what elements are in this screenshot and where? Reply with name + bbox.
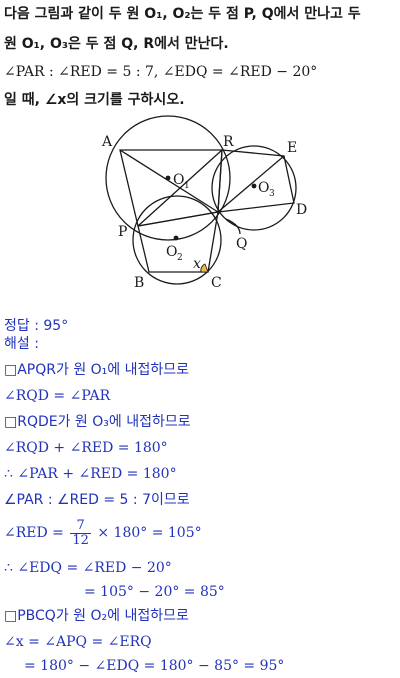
q-pointer-line <box>225 218 241 235</box>
label-p: P <box>118 224 127 240</box>
question-line-1: 다음 그림과 같이 두 원 O₁, O₂는 두 점 P, Q에서 만나고 두 <box>4 6 361 22</box>
solution-line-4: ∠RQD + ∠RED = 180° <box>4 440 168 456</box>
circle-o1 <box>105 115 231 241</box>
label-x: x <box>193 256 201 272</box>
question-line-4: 일 때, ∠x의 크기를 구하시오. <box>4 92 185 108</box>
label-o2-sub: 2 <box>177 253 183 263</box>
explanation-label: 해설 : <box>4 336 39 352</box>
quadrilateral-rqde <box>217 149 295 213</box>
label-o1: O <box>173 172 184 188</box>
solution-line-12: = 180° − ∠EDQ = 180° − 85° = 95° <box>24 658 285 674</box>
center-o3-dot <box>251 183 257 189</box>
solution-line-9: = 105° − 20° = 85° <box>84 584 225 600</box>
fraction-7-12: 7 12 <box>70 518 91 548</box>
red-result: × 180° = 105° <box>97 525 202 541</box>
segment-pr <box>137 149 223 227</box>
angle-x-marker <box>200 263 209 273</box>
label-r: R <box>223 134 234 150</box>
center-o1-dot <box>165 175 171 181</box>
red-equals-label: ∠RED = <box>4 525 64 541</box>
solution-line-2: ∠RQD = ∠PAR <box>4 388 111 404</box>
question-line-3: ∠PAR : ∠RED = 5 : 7, ∠EDQ = ∠RED − 20° <box>4 64 318 80</box>
solution-line-6: ∠PAR : ∠RED = 5 : 7이므로 <box>4 492 190 508</box>
center-o2-dot <box>173 235 179 241</box>
solution-line-10: □PBCQ가 원 O₂에 내접하므로 <box>4 608 189 624</box>
circle-o2 <box>132 195 222 285</box>
label-a: A <box>101 134 113 150</box>
fraction-denominator: 12 <box>72 532 89 548</box>
label-q: Q <box>236 236 247 252</box>
solution-line-1: □APQR가 원 O₁에 내접하므로 <box>4 362 190 378</box>
geometry-figure: A R E P D Q B C x O 1 O 3 O 2 <box>101 115 307 291</box>
segment-aq <box>119 149 219 213</box>
label-o3-sub: 3 <box>269 189 275 199</box>
quadrilateral-pbcq <box>137 211 219 273</box>
solution-line-11: ∠x = ∠APQ = ∠ERQ <box>4 634 152 650</box>
label-b: B <box>134 275 144 291</box>
label-c: C <box>211 275 222 291</box>
question-line-2: 원 O₁, O₃은 두 점 Q, R에서 만난다. <box>4 36 229 52</box>
label-o3: O <box>258 180 269 196</box>
label-e: E <box>287 140 297 156</box>
solution-line-7: ∠RED = 7 12 × 180° = 105° <box>4 518 202 552</box>
solution-line-8: ∴ ∠EDQ = ∠RED − 20° <box>4 560 172 576</box>
label-o2: O <box>166 244 177 260</box>
answer-label: 정답 : 95° <box>4 318 69 334</box>
label-o1-sub: 1 <box>184 181 190 191</box>
fraction-numerator: 7 <box>70 518 91 534</box>
solution-line-5: ∴ ∠PAR + ∠RED = 180° <box>4 466 177 482</box>
segment-qe <box>217 155 285 213</box>
solution-line-3: □RQDE가 원 O₃에 내접하므로 <box>4 414 191 430</box>
label-d: D <box>296 202 307 218</box>
circle-o3 <box>211 145 297 231</box>
